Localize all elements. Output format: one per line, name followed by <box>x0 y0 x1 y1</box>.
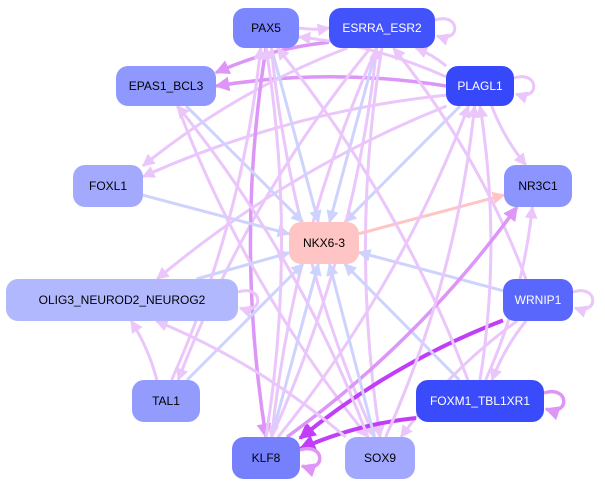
node-esrra-esr2[interactable]: ESRRA_ESR2 <box>329 8 435 48</box>
node-tal1[interactable]: TAL1 <box>132 380 200 422</box>
edge-wrnip1-to-foxm1-tbl1xr1 <box>490 320 528 382</box>
edge-tal1-to-pax5 <box>170 46 266 381</box>
node-wrnip1[interactable]: WRNIP1 <box>503 279 573 321</box>
node-label: ESRRA_ESR2 <box>342 21 422 35</box>
node-plagl1[interactable]: PLAGL1 <box>446 66 514 106</box>
node-label: PLAGL1 <box>457 79 503 93</box>
edge-epas1-bcl3-to-sox9 <box>176 105 370 438</box>
edge-nkx6-3-to-nr3c1 <box>358 191 506 236</box>
node-label: KLF8 <box>252 451 281 465</box>
node-box <box>289 222 359 264</box>
edge-wrnip1-to-nkx6-3 <box>357 249 504 293</box>
node-label: FOXL1 <box>89 179 127 193</box>
edge-tal1-to-nkx6-3 <box>185 262 305 382</box>
edge-plagl1-to-nr3c1 <box>490 105 527 166</box>
node-label: NR3C1 <box>518 179 558 193</box>
edge-sox9-to-olig3-neurod2-neurog2 <box>155 319 347 439</box>
edge-esrra-esr2-to-esrra-esr2 <box>434 17 457 46</box>
node-label: NKX6-3 <box>303 236 345 250</box>
node-label: FOXM1_TBL1XR1 <box>430 394 530 408</box>
node-box <box>329 8 435 48</box>
node-pax5[interactable]: PAX5 <box>233 8 299 48</box>
edge-plagl1-to-olig3-neurod2-neurog2 <box>156 104 448 281</box>
node-box <box>416 380 544 422</box>
edge-pax5-to-klf8 <box>248 47 272 439</box>
edge-pax5-to-nkx6-3 <box>269 47 322 224</box>
edge-foxm1-tbl1xr1-to-pax5 <box>276 47 470 381</box>
edge-sox9-to-plagl1 <box>384 104 480 438</box>
node-box <box>232 437 300 479</box>
node-box <box>504 165 572 207</box>
node-sox9[interactable]: SOX9 <box>345 437 415 479</box>
node-foxl1[interactable]: FOXL1 <box>73 165 143 207</box>
node-label: OLIG3_NEUROD2_NEUROG2 <box>39 293 206 307</box>
node-olig3-neurod2-neurog2[interactable]: OLIG3_NEUROD2_NEUROG2 <box>6 279 238 321</box>
node-label: EPAS1_BCL3 <box>129 79 204 93</box>
edge-foxm1-tbl1xr1-to-klf8 <box>298 416 417 451</box>
node-label: PAX5 <box>251 21 281 35</box>
edge-klf8-to-nkx6-3 <box>270 262 322 438</box>
node-klf8[interactable]: KLF8 <box>232 437 300 479</box>
edge-tal1-to-olig3-neurod2-neurog2 <box>129 319 159 381</box>
edge-sox9-to-epas1-bcl3 <box>176 105 370 438</box>
edge-foxm1-tbl1xr1-to-nkx6-3 <box>343 262 461 382</box>
edge-foxl1-to-nkx6-3 <box>142 193 291 237</box>
edge-klf8-to-pax5 <box>261 46 284 438</box>
node-box <box>233 8 299 48</box>
node-nkx6-3[interactable]: NKX6-3 <box>289 222 359 264</box>
node-epas1-bcl3[interactable]: EPAS1_BCL3 <box>116 66 216 106</box>
edge-klf8-to-plagl1 <box>276 104 471 438</box>
node-box <box>132 380 200 422</box>
edge-pax5-to-esrra-esr2 <box>298 23 331 37</box>
edge-plagl1-to-epas1-bcl3 <box>214 75 447 92</box>
node-foxm1-tbl1xr1[interactable]: FOXM1_TBL1XR1 <box>416 380 544 422</box>
edge-olig3-neurod2-neurog2-to-nkx6-3 <box>196 249 291 281</box>
edge-klf8-to-nr3c1 <box>285 205 519 439</box>
edge-wrnip1-to-wrnip1 <box>572 289 595 318</box>
edge-sox9-to-nkx6-3 <box>326 262 376 438</box>
node-label: SOX9 <box>364 451 396 465</box>
edge-esrra-esr2-to-nkx6-3 <box>326 47 379 224</box>
node-label: WRNIP1 <box>515 293 562 307</box>
node-box <box>116 66 216 106</box>
edge-esrra-esr2-to-tal1 <box>176 47 372 382</box>
node-box <box>503 279 573 321</box>
node-label: TAL1 <box>152 394 180 408</box>
edge-olig3-neurod2-neurog2-to-olig3-neurod2-neurog2 <box>237 289 260 318</box>
node-nr3c1[interactable]: NR3C1 <box>504 165 572 207</box>
edge-epas1-bcl3-to-nkx6-3 <box>185 104 304 224</box>
node-box <box>446 66 514 106</box>
edge-plagl1-to-esrra-esr2 <box>414 46 448 68</box>
node-box <box>6 279 238 321</box>
edge-esrra-esr2-to-foxl1 <box>142 46 348 167</box>
edge-klf8-to-klf8 <box>299 446 322 478</box>
node-box <box>345 437 415 479</box>
node-box <box>73 165 143 207</box>
edge-foxm1-tbl1xr1-to-foxm1-tbl1xr1 <box>543 389 566 421</box>
edge-plagl1-to-plagl1 <box>513 75 536 104</box>
